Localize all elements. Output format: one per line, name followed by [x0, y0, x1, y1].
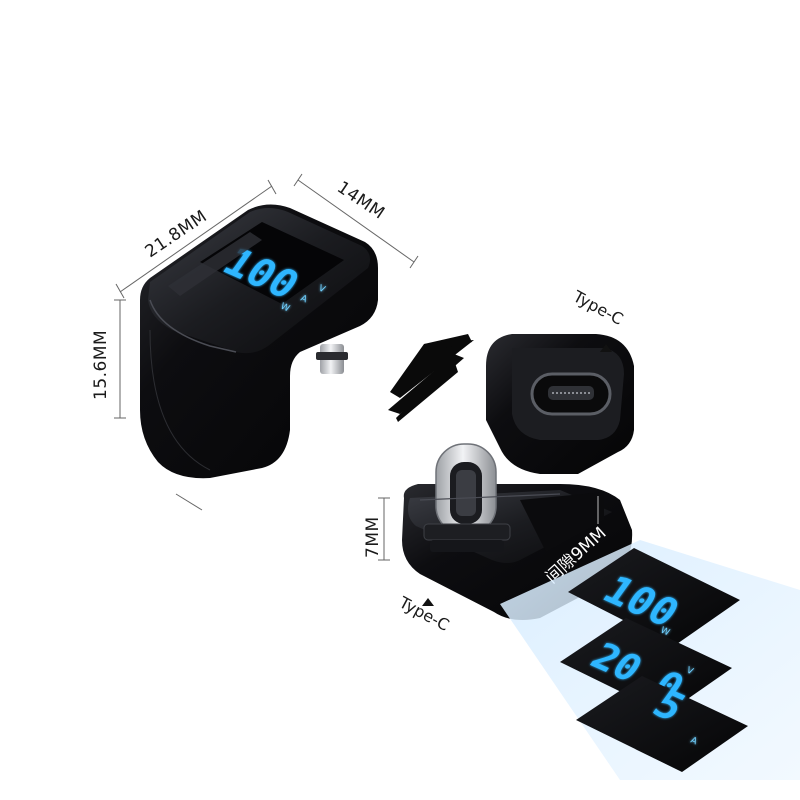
dimension-base-tick: [175, 493, 203, 511]
left-led-unit-v: V: [317, 284, 327, 296]
type-c-top-arrow: [600, 344, 612, 352]
left-led-unit-a: A: [299, 294, 309, 306]
type-c-bottom-arrow: [422, 598, 434, 606]
dimension-width-label: 14MM: [333, 178, 388, 224]
type-c-bottom-callout: Type-C: [395, 592, 452, 634]
dimension-height: [114, 299, 126, 419]
gap-cavity: [520, 492, 604, 552]
rotation-arrows: [388, 334, 474, 422]
dimension-plug-height-label: 7MM: [363, 516, 383, 558]
display-panel-1: 100 W: [568, 548, 740, 646]
dimension-height-label: 15.6MM: [91, 330, 111, 400]
dimension-depth: [115, 179, 277, 299]
dimension-width: [293, 173, 419, 269]
dimension-plug-height: [378, 497, 390, 561]
left-adapter: 100 V A W: [140, 204, 378, 479]
left-led-unit-w: W: [279, 302, 291, 315]
panel-2-unit: V: [685, 666, 695, 678]
display-panel-3: 5 A: [576, 676, 748, 772]
panel-3-unit: A: [689, 736, 699, 748]
type-c-top-label: Type-C: [569, 286, 626, 328]
left-front-ridge: [168, 232, 262, 296]
left-plug-tip: [316, 344, 348, 374]
usb-c-male-plug: [423, 443, 511, 552]
right-adapter: 间隙9MM: [402, 334, 634, 620]
type-c-bottom-label: Type-C: [395, 592, 452, 634]
